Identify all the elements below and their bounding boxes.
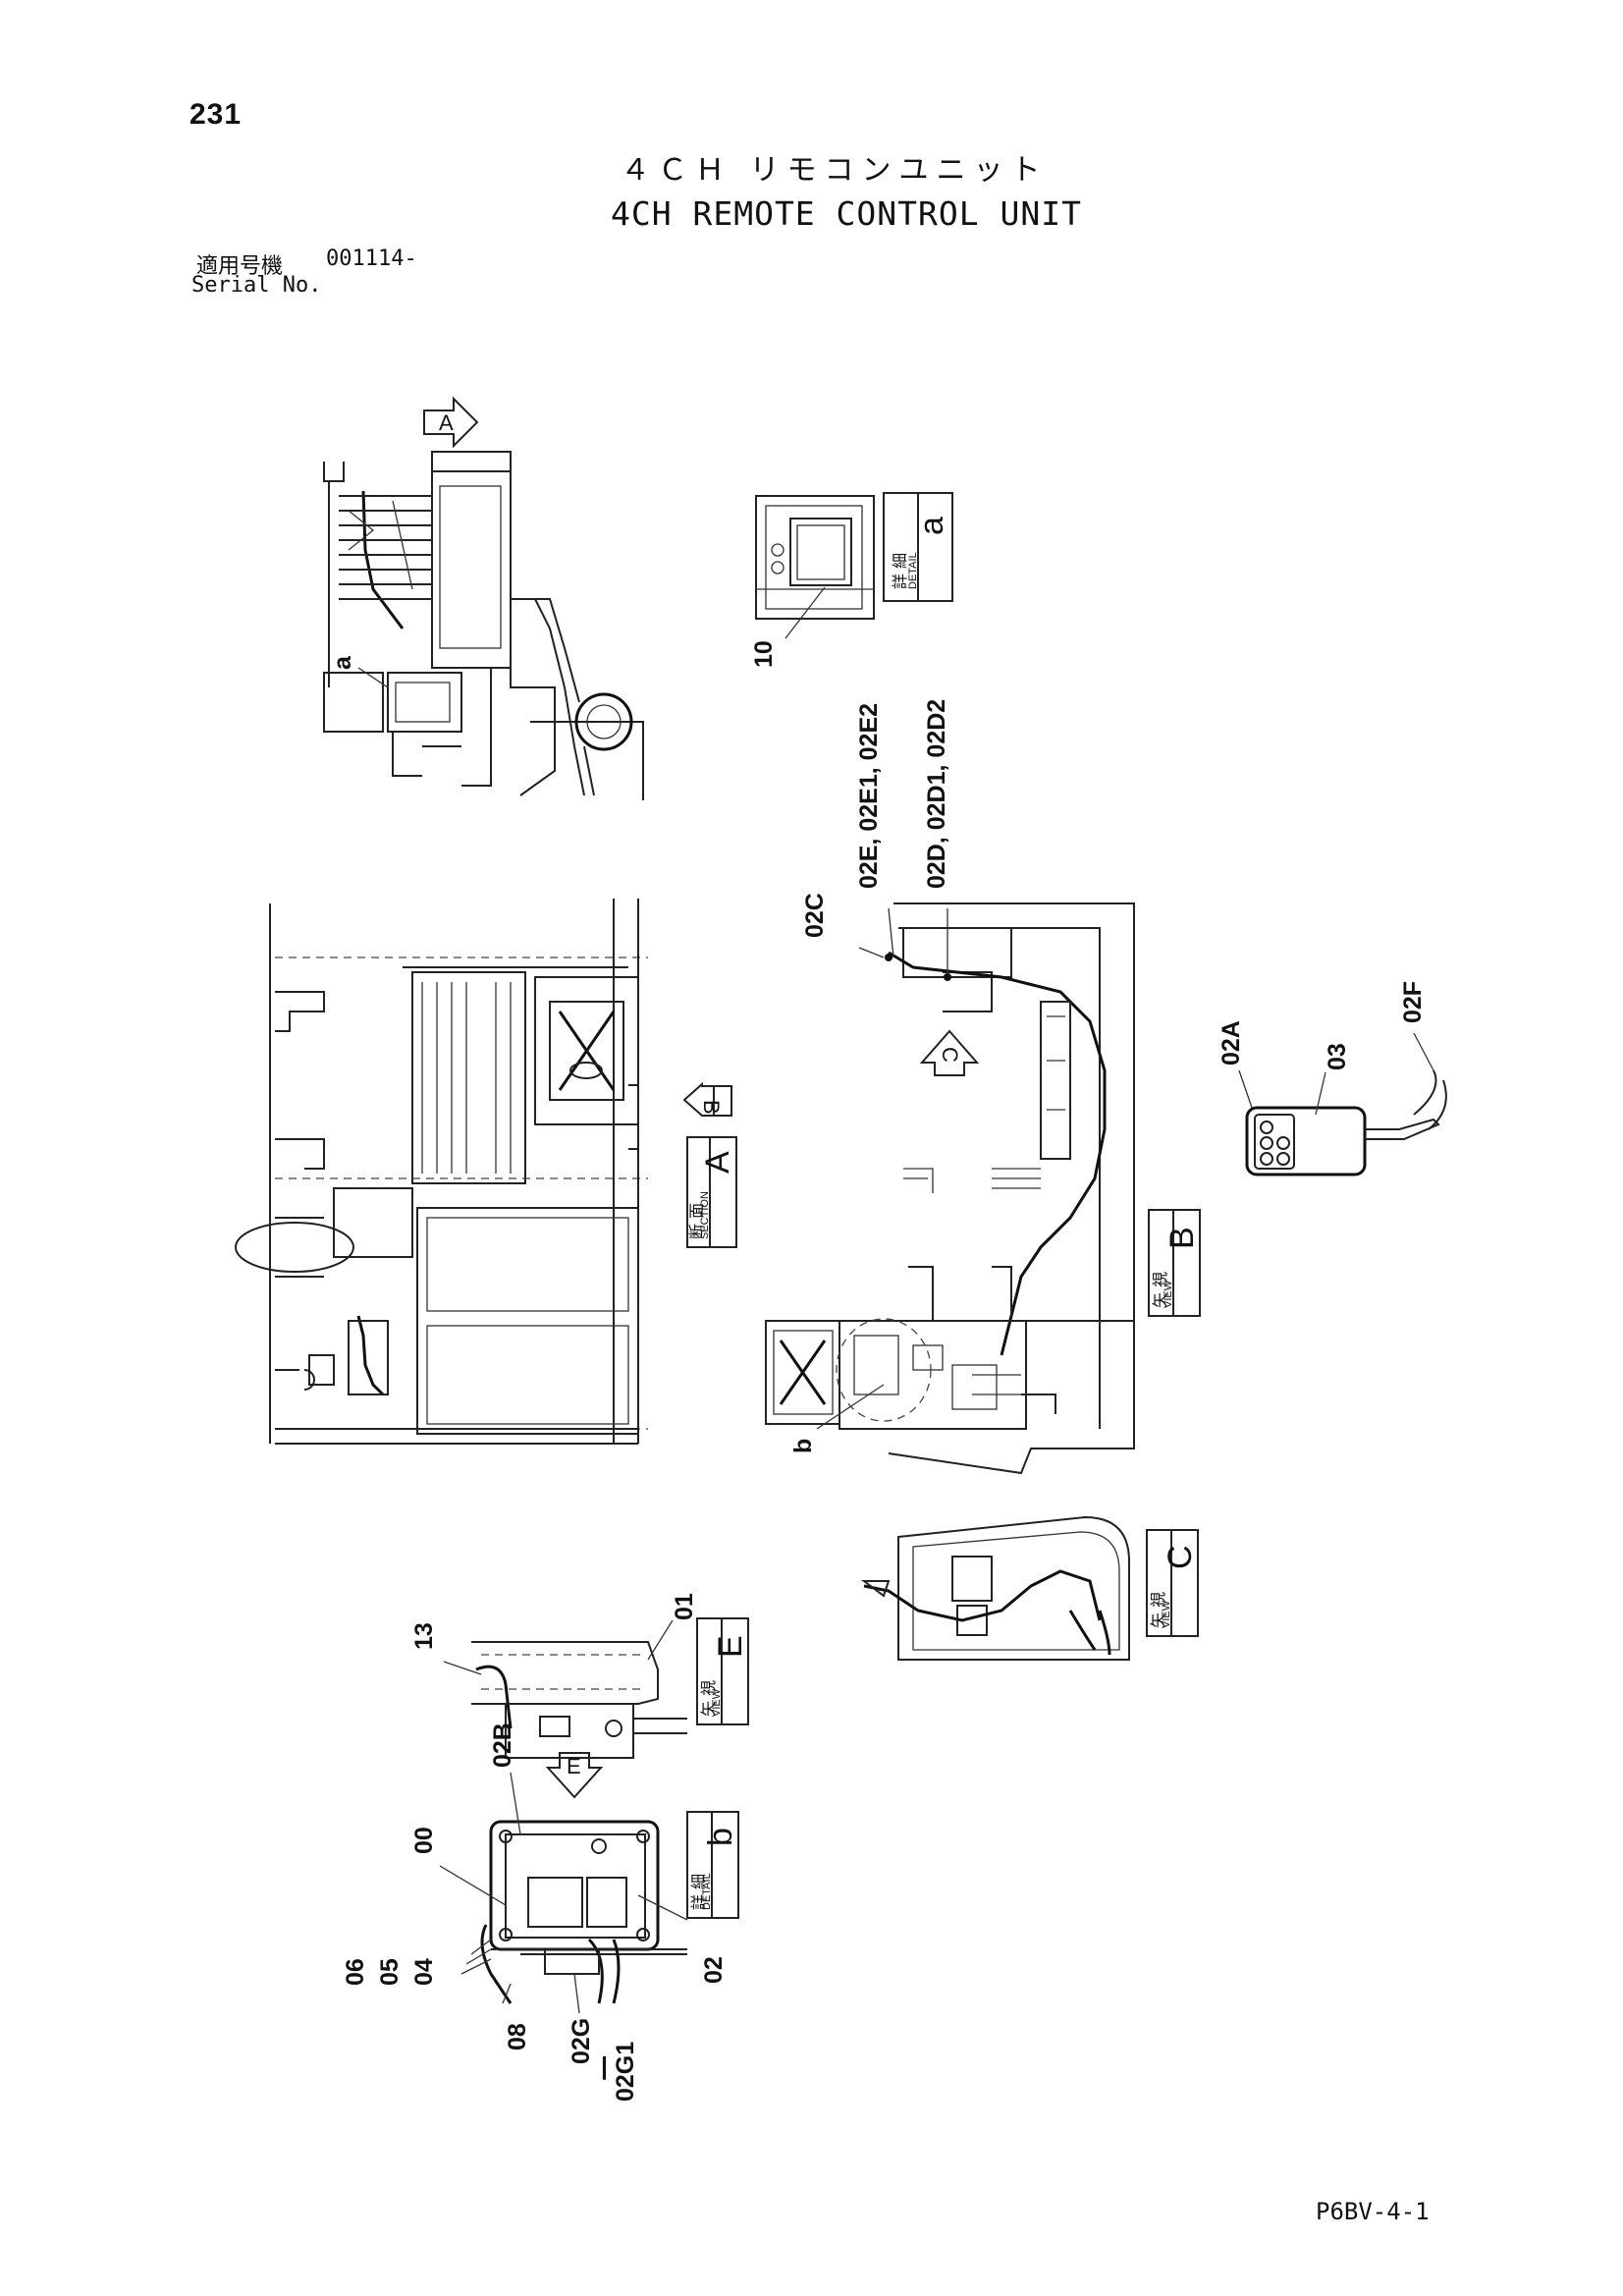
page-number: 231 [189, 98, 243, 131]
view-c-drawing [861, 1515, 1130, 1661]
ref-letter-b: b [789, 1439, 817, 1453]
detail-b-label-box: b 詳 細 DETAIL [686, 1811, 739, 1919]
view-c-jp: 矢 視 [1149, 1592, 1167, 1628]
callout-02a: 02A [1217, 1020, 1245, 1066]
view-b-drawing: C b 02C 02E, 02E1, 02E2 02D, 02D1, 02D2 [765, 699, 1135, 1475]
callout-00: 00 [410, 1827, 438, 1854]
view-c-letter: C [1162, 1545, 1199, 1569]
section-a-drawing: B [235, 899, 732, 1445]
callout-06: 06 [342, 1958, 369, 1986]
view-arrow-e: E [545, 1752, 604, 1799]
view-c-en: VIEW [1161, 1600, 1172, 1628]
detail-a-en: DETAIL [907, 552, 919, 589]
callout-02b: 02B [489, 1722, 516, 1768]
view-arrow-c-label: C [938, 1047, 962, 1063]
detail-a-label-box: a 詳 細 DETAIL [883, 492, 953, 602]
view-arrow-a: A [423, 396, 479, 449]
view-e-drawing: 13 01 E [410, 1593, 698, 1799]
callout-08: 08 [504, 2023, 531, 2050]
title-japanese: ４ＣＨ リモコンユニット [621, 153, 1049, 188]
callout-03: 03 [1324, 1043, 1351, 1070]
detail-a-drawing: 10 [750, 495, 875, 668]
detail-b-jp: 詳 細 [689, 1874, 708, 1910]
detail-a-jp: 詳 細 [891, 553, 909, 589]
callout-04: 04 [410, 1958, 438, 1986]
view-arrow-a-label: A [439, 410, 454, 435]
callout-05: 05 [376, 1958, 404, 1986]
detail-b-letter: b [702, 1828, 739, 1846]
view-arrow-e-label: E [567, 1754, 581, 1778]
view-b-letter: B [1163, 1227, 1201, 1249]
title-english: 4CH REMOTE CONTROL UNIT [611, 194, 1082, 233]
section-a-en: SECTION [699, 1191, 711, 1239]
callout-02: 02 [700, 1956, 728, 1984]
serial-label-japanese: 適用号機 [196, 254, 284, 279]
view-arrow-b: B [682, 1081, 732, 1117]
callout-02c: 02C [801, 893, 829, 938]
section-a-letter: A [699, 1151, 736, 1174]
view-e-en: VIEW [711, 1688, 723, 1717]
detail-b-en: DETAIL [701, 1873, 713, 1910]
drawing-code: P6BV-4-1 [1316, 2198, 1430, 2225]
callout-02g: 02G [568, 2018, 595, 2064]
section-a-jp: 断 面 [687, 1203, 706, 1239]
view-c-label-box: C 矢 視 VIEW [1146, 1529, 1199, 1637]
view-e-letter: E [712, 1635, 749, 1658]
view-b-label-box: B 矢 視 VIEW [1148, 1209, 1201, 1317]
ref-letter-a: a [329, 655, 356, 670]
callout-02g-separator: | [601, 2052, 608, 2080]
callout-10: 10 [750, 640, 778, 668]
callout-13: 13 [410, 1622, 438, 1650]
callout-01: 01 [671, 1593, 698, 1620]
serial-number-value: 001114- [326, 246, 417, 271]
view-e-label-box: E 矢 視 VIEW [696, 1617, 749, 1725]
view-b-jp: 矢 視 [1151, 1272, 1169, 1308]
view-e-jp: 矢 視 [699, 1680, 718, 1717]
view-b-en: VIEW [1163, 1280, 1174, 1308]
callout-02g1: 02G1 [612, 2042, 639, 2102]
machine-side-view: A a [323, 396, 644, 800]
callout-02d: 02D, 02D1, 02D2 [923, 699, 950, 889]
section-a-label-box: A 断 面 SECTION [686, 1136, 737, 1248]
view-arrow-b-label: B [699, 1100, 724, 1115]
detail-b-drawing: 02B 00 06 05 04 08 02G | 02G1 02 [342, 1722, 728, 2102]
detail-a-letter: a [913, 517, 950, 535]
remote-transmitter-drawing: 02A 03 02F [1217, 981, 1447, 1176]
callout-02f: 02F [1399, 981, 1427, 1023]
view-arrow-c: C [919, 1029, 980, 1076]
serial-label-english: Serial No. [191, 273, 322, 298]
callout-02e: 02E, 02E1, 02E2 [855, 703, 883, 889]
